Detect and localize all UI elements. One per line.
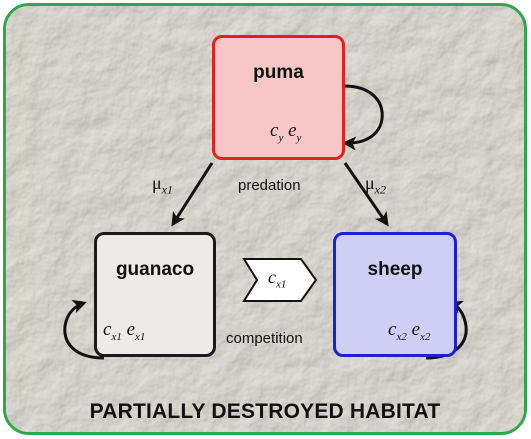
mu-x1-symbol: μ xyxy=(152,173,162,193)
puma-node: puma cy ey xyxy=(212,35,345,160)
puma-label: puma xyxy=(253,62,304,83)
sheep-c: c xyxy=(388,319,397,340)
mu-x2-sub: x2 xyxy=(374,182,386,197)
mu-x2-symbol: μ xyxy=(365,173,375,193)
guanaco-e-sub: x1 xyxy=(135,330,146,343)
puma-params: cy ey xyxy=(270,120,301,144)
competition-c-sub: x1 xyxy=(276,278,287,291)
guanaco-label: guanaco xyxy=(115,259,195,280)
guanaco-params: cx1 ex1 xyxy=(103,319,145,343)
habitat-banner: PARTIALLY DESTROYED HABITAT xyxy=(89,400,441,423)
competition-label: competition xyxy=(226,330,303,347)
sheep-label: sheep xyxy=(367,259,423,280)
sheep-c-sub: x2 xyxy=(396,330,407,343)
guanaco-e: e xyxy=(126,319,136,340)
habitat-frame: puma cy ey guanaco cx1 ex1 sheep cx2 ex2… xyxy=(3,3,527,435)
mu-x1-sub: x1 xyxy=(161,182,173,197)
sheep-node: sheep cx2 ex2 xyxy=(333,232,457,357)
sheep-params: cx2 ex2 xyxy=(388,319,430,343)
puma-e: e xyxy=(288,120,297,141)
sheep-e: e xyxy=(411,319,421,340)
guanaco-c: c xyxy=(103,319,112,340)
guanaco-c-sub: x1 xyxy=(111,330,122,343)
sheep-e-sub: x2 xyxy=(420,330,431,343)
predation-label: predation xyxy=(238,177,301,194)
guanaco-node: guanaco cx1 ex1 xyxy=(94,232,216,357)
mu-x2-label: μx2 xyxy=(365,173,386,198)
competition-c: c xyxy=(268,267,276,287)
guanaco-self-loop xyxy=(63,299,105,360)
competition-coefficient: cx1 xyxy=(268,267,286,291)
puma-c-sub: y xyxy=(278,131,284,144)
puma-self-loop xyxy=(342,84,384,151)
competition-chevron xyxy=(242,258,318,302)
puma-e-sub: y xyxy=(296,131,302,144)
puma-c: c xyxy=(270,120,279,141)
mu-x1-label: μx1 xyxy=(152,173,173,198)
predation-arrow-guanaco xyxy=(171,162,214,227)
predation-arrow-sheep xyxy=(343,162,389,227)
